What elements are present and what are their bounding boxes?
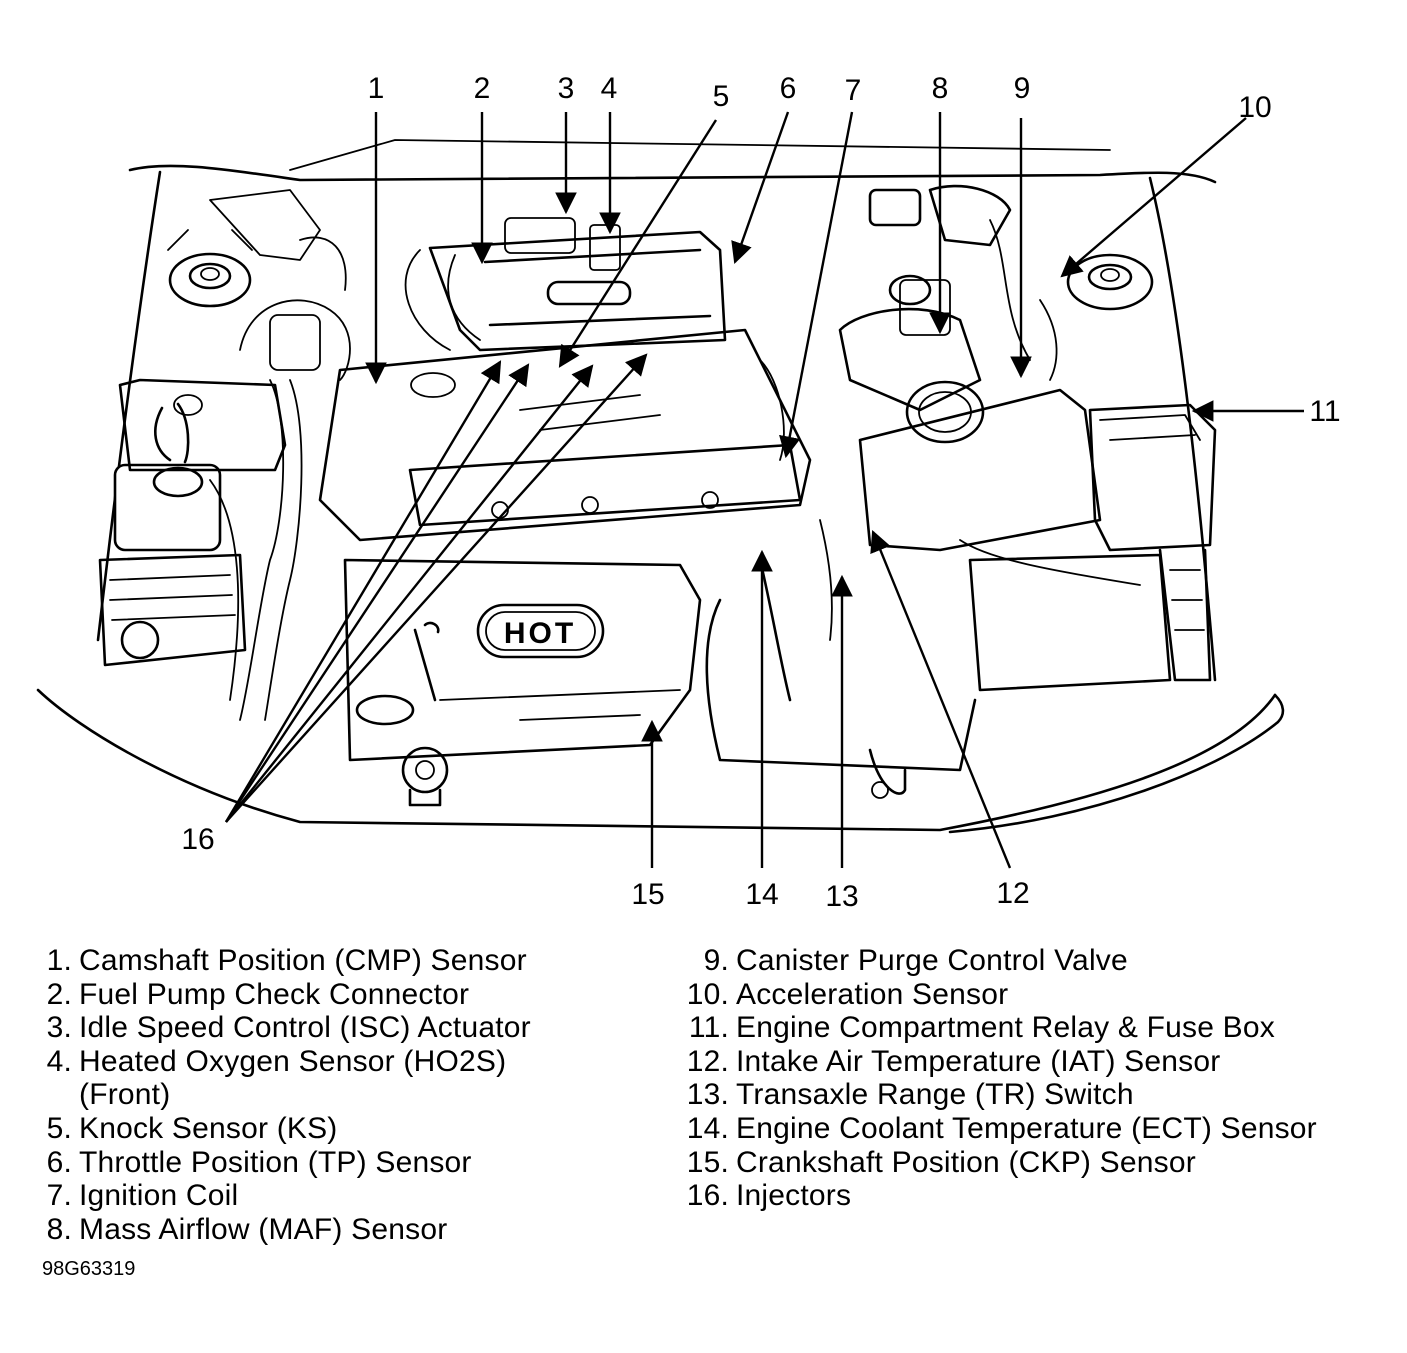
legend-text: Engine Coolant Temperature (ECT) Sensor bbox=[736, 1111, 1317, 1145]
legend-number: 5. bbox=[46, 1111, 72, 1145]
legend-item: 12.Intake Air Temperature (IAT) Sensor bbox=[681, 1045, 1317, 1079]
legend-text: Camshaft Position (CMP) Sensor bbox=[79, 944, 527, 977]
legend-item: 14.Engine Coolant Temperature (ECT) Sens… bbox=[681, 1112, 1317, 1146]
legend-number: 11. bbox=[688, 1011, 729, 1045]
callout-2: 2 bbox=[474, 72, 491, 105]
legend-item: 9.Canister Purge Control Valve bbox=[681, 944, 1317, 978]
legend-text: Canister Purge Control Valve bbox=[736, 944, 1128, 977]
legend-item: 13.Transaxle Range (TR) Switch bbox=[681, 1078, 1317, 1112]
legend-number: 13. bbox=[686, 1078, 729, 1112]
callout-12: 12 bbox=[996, 877, 1029, 910]
legend-item: 5.Knock Sensor (KS) bbox=[44, 1112, 531, 1146]
callout-5: 5 bbox=[713, 80, 730, 113]
legend-text: Idle Speed Control (ISC) Actuator bbox=[79, 1011, 531, 1045]
leader-16d bbox=[225, 353, 648, 823]
callout-7: 7 bbox=[845, 74, 862, 107]
legend-item: 8.Mass Airflow (MAF) Sensor bbox=[44, 1213, 531, 1247]
legend-text: Intake Air Temperature (IAT) Sensor bbox=[736, 1044, 1221, 1078]
callout-4: 4 bbox=[601, 72, 618, 105]
leader-12 bbox=[870, 529, 1012, 869]
callout-3: 3 bbox=[558, 72, 575, 105]
legend-text: Heated Oxygen Sensor (HO2S) bbox=[79, 1044, 507, 1078]
callout-16: 16 bbox=[181, 823, 214, 856]
legend-text: Ignition Coil bbox=[79, 1179, 239, 1213]
leader-16a bbox=[224, 360, 502, 823]
figure-id: 98G63319 bbox=[42, 1258, 136, 1280]
legend-item: 3.Idle Speed Control (ISC) Actuator bbox=[44, 1011, 531, 1045]
legend-item: 4.Heated Oxygen Sensor (HO2S) bbox=[44, 1045, 531, 1079]
legend-item: 1.Camshaft Position (CMP) Sensor bbox=[44, 944, 531, 978]
legend-item: 11.Engine Compartment Relay & Fuse Box bbox=[681, 1011, 1317, 1045]
legend-number: 8. bbox=[46, 1212, 72, 1246]
legend-text: Crankshaft Position (CKP) Sensor bbox=[736, 1145, 1196, 1179]
legend-text: Throttle Position (TP) Sensor bbox=[79, 1145, 472, 1179]
callout-15: 15 bbox=[631, 878, 664, 911]
legend-text: Knock Sensor (KS) bbox=[79, 1111, 338, 1145]
callout-6: 6 bbox=[780, 72, 797, 105]
callout-9: 9 bbox=[1014, 72, 1031, 105]
leader-7 bbox=[779, 111, 854, 459]
legend-text: Acceleration Sensor bbox=[736, 977, 1009, 1011]
legend-number: 1. bbox=[46, 944, 72, 977]
legend-number: 6. bbox=[46, 1145, 72, 1179]
engine-compartment-diagram: HOT bbox=[36, 72, 1341, 913]
legend-number: 4. bbox=[46, 1044, 72, 1078]
legend-item: 2.Fuel Pump Check Connector bbox=[44, 978, 531, 1012]
legend-item: 7.Ignition Coil bbox=[44, 1179, 531, 1213]
legend-item: 6.Throttle Position (TP) Sensor bbox=[44, 1146, 531, 1180]
legend-right-column: 9.Canister Purge Control Valve 10.Accele… bbox=[681, 944, 1317, 1213]
legend-text: Engine Compartment Relay & Fuse Box bbox=[736, 1011, 1275, 1045]
legend-number: 2. bbox=[46, 977, 72, 1011]
legend-number: 15. bbox=[686, 1145, 729, 1179]
legend-number: 12. bbox=[686, 1044, 729, 1078]
callout-8: 8 bbox=[932, 72, 949, 105]
legend-item-continuation: 0.(Front) bbox=[44, 1078, 531, 1112]
legend-number: 14. bbox=[686, 1111, 729, 1145]
legend-item: 16.Injectors bbox=[681, 1179, 1317, 1213]
legend-text: Transaxle Range (TR) Switch bbox=[736, 1078, 1134, 1112]
callout-14: 14 bbox=[745, 878, 778, 911]
legend-text: Mass Airflow (MAF) Sensor bbox=[79, 1212, 448, 1246]
leader-16b bbox=[224, 363, 530, 823]
leader-10 bbox=[1060, 117, 1247, 278]
callout-numbers: 1 2 3 4 5 6 7 8 9 10 11 12 13 14 15 16 bbox=[181, 72, 1340, 913]
legend-item: 15.Crankshaft Position (CKP) Sensor bbox=[681, 1146, 1317, 1180]
callout-11: 11 bbox=[1309, 395, 1340, 428]
legend-number: 3. bbox=[46, 1011, 72, 1045]
hot-warning-label: HOT bbox=[504, 617, 576, 650]
legend-left-column: 1.Camshaft Position (CMP) Sensor 2.Fuel … bbox=[44, 944, 531, 1246]
legend-number: 16. bbox=[686, 1179, 729, 1213]
leader-lines bbox=[224, 111, 1304, 869]
leader-5 bbox=[558, 119, 718, 368]
legend-text: (Front) bbox=[79, 1078, 171, 1112]
leader-6 bbox=[731, 111, 790, 265]
callout-10: 10 bbox=[1238, 91, 1271, 124]
legend-text: Fuel Pump Check Connector bbox=[79, 977, 470, 1011]
callout-1: 1 bbox=[368, 72, 385, 105]
legend-text: Injectors bbox=[736, 1179, 852, 1213]
legend-item: 10.Acceleration Sensor bbox=[681, 978, 1317, 1012]
engine-bay-drawing: HOT bbox=[36, 139, 1285, 834]
legend-number: 7. bbox=[46, 1179, 72, 1213]
legend-number: 10. bbox=[686, 977, 729, 1011]
callout-13: 13 bbox=[825, 880, 858, 913]
legend-number: 9. bbox=[703, 944, 729, 977]
leader-16c bbox=[225, 364, 594, 823]
